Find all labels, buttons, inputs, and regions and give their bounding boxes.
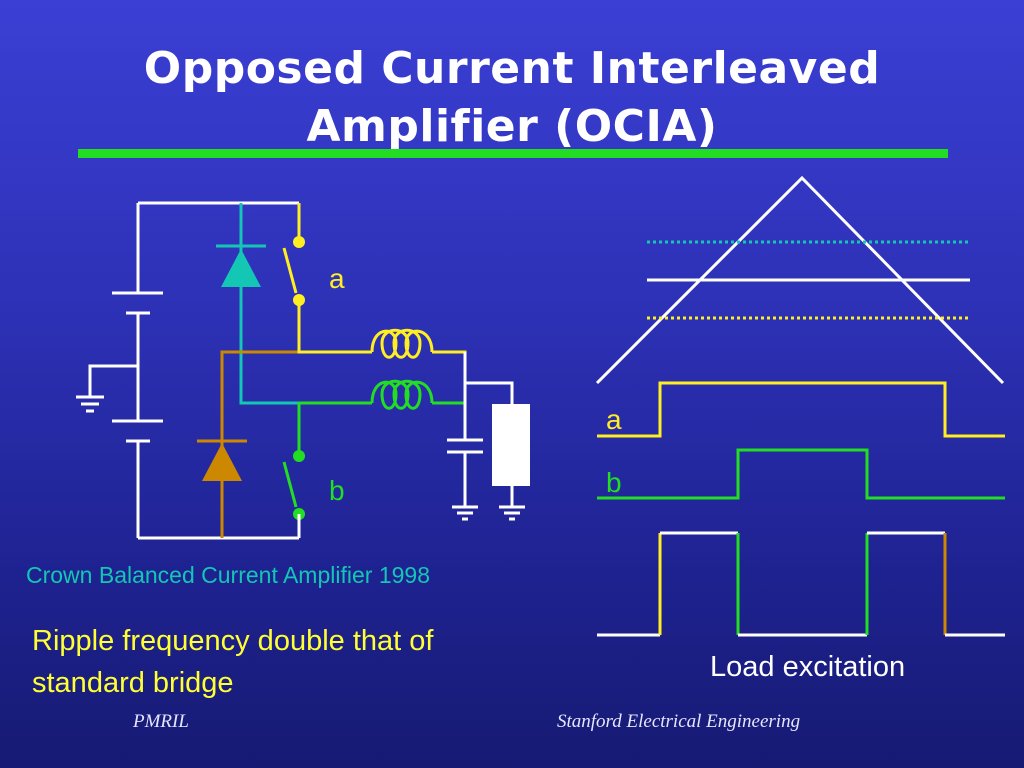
inductor-a-icon: [366, 328, 467, 383]
ocia-circuit: a b: [76, 201, 530, 540]
load-excitation-waveform: [597, 531, 1005, 637]
ground-icon: [499, 505, 525, 521]
load-excitation-label: Load excitation: [710, 651, 906, 683]
triangle-carrier: [595, 175, 1005, 385]
title-underline: [78, 149, 948, 158]
footer-right: Stanford Electrical Engineering: [557, 711, 801, 732]
ripple-note: Ripple frequency double that of standard…: [32, 625, 434, 699]
waveform-a-label: a: [606, 404, 622, 435]
switch-a-blade: [282, 247, 298, 294]
inductor-b-icon: [366, 379, 465, 410]
switch-a-label: a: [329, 263, 345, 294]
title-line-2: Amplifier (OCIA): [306, 101, 718, 152]
slide-title: Opposed Current Interleaved Amplifier (O…: [0, 40, 1024, 156]
switch-a-wire-bottom: [297, 300, 366, 354]
title-line-1: Opposed Current Interleaved: [143, 43, 881, 94]
teal-diode-icon: [221, 249, 261, 287]
waveform-b: [597, 448, 1005, 500]
switch-b-label: b: [329, 475, 345, 506]
orange-diode-icon: [202, 443, 242, 481]
ground-icon: [76, 395, 104, 413]
orange-branch-wire: [220, 350, 299, 538]
circuit-caption: Crown Balanced Current Amplifier 1998: [26, 562, 430, 588]
waveform-b-label: b: [606, 467, 622, 498]
teal-branch-wire: [239, 203, 299, 405]
load-resistor-icon: [492, 404, 530, 486]
load-top-wire: [465, 381, 514, 404]
ground-icon: [452, 505, 478, 521]
footer-left: PMRIL: [133, 711, 189, 732]
switch-b-blade: [282, 461, 298, 508]
switch-b-contact-top: [293, 450, 305, 462]
battery-ground-wire: [88, 364, 138, 396]
switch-a-contact-top: [293, 236, 305, 248]
waveform-a: [597, 381, 1005, 438]
pwm-waveforms: a b: [595, 175, 1005, 637]
